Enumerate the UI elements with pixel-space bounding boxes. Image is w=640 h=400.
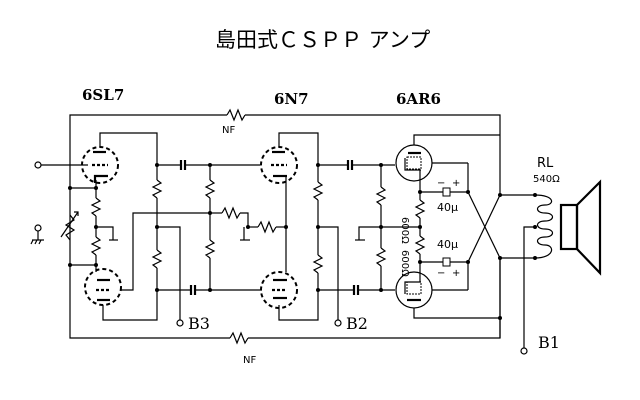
rl-label: RL — [537, 156, 554, 171]
nf-bottom-wire — [69, 258, 501, 345]
tube-label-6ar6: 6AR6 — [396, 90, 441, 108]
diagram-title: 島田式ＣＳＰＰ アンプ — [215, 28, 430, 52]
tube-6n7-top — [260, 146, 298, 184]
tube-6sl7-bottom — [84, 268, 122, 306]
nf-top-label: NF — [222, 125, 235, 136]
input-terminal — [34, 161, 42, 169]
nf-bottom-label: NF — [243, 355, 256, 366]
b2-label: B2 — [346, 314, 368, 333]
cathode-resistors — [90, 188, 118, 265]
cap-bottom-plus: + — [452, 268, 460, 279]
cap-40u-top-label: 40μ — [437, 201, 458, 214]
tube-6n7-bottom — [260, 271, 298, 309]
rl-value: 540Ω — [533, 174, 560, 185]
resistor-600-bottom-label: 600Ω — [399, 250, 410, 277]
cross-connection — [467, 135, 502, 338]
tube-label-6n7: 6N7 — [274, 90, 309, 108]
tube-6ar6-bottom — [395, 271, 433, 309]
stage2-coupling — [312, 160, 420, 327]
ground-icon — [30, 224, 44, 245]
tube-label-6sl7: 6SL7 — [82, 86, 124, 104]
tube-6ar6-top — [395, 144, 433, 182]
output-cathode-network — [414, 187, 470, 267]
cap-top-plus: + — [452, 178, 460, 189]
load-inductor — [500, 193, 554, 355]
cap-top-minus: − — [437, 178, 445, 189]
b3-label: B3 — [188, 314, 210, 333]
b3-terminal — [176, 319, 184, 327]
cap-bottom-minus: − — [437, 268, 445, 279]
speaker-icon — [559, 179, 602, 276]
resistor-600-top-label: 600Ω — [399, 217, 410, 244]
cap-40u-bottom-label: 40μ — [437, 238, 458, 251]
variable-resistor — [60, 211, 79, 241]
stage1-coupling — [151, 160, 288, 327]
b1-label: B1 — [538, 333, 560, 352]
